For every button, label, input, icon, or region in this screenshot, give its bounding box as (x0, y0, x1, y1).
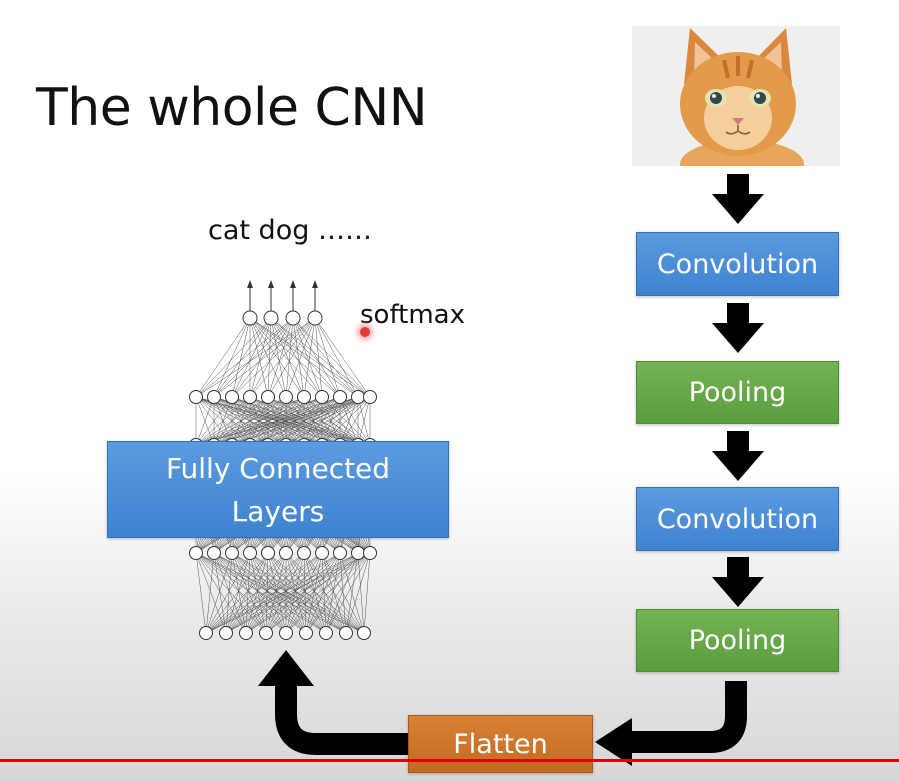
pooling-label-2: Pooling (688, 625, 787, 656)
output-arrowhead (247, 280, 253, 288)
pooling-to-flatten-arrow (628, 681, 747, 753)
neuron-node (225, 390, 239, 404)
output-class-labels: cat dog …… (208, 215, 372, 246)
neuron-node (279, 626, 293, 640)
neuron-node (259, 626, 273, 640)
neuron-node (199, 626, 213, 640)
neuron-node (242, 310, 258, 326)
convolution-label-1: Convolution (656, 248, 819, 280)
pooling-label-1: Pooling (688, 377, 787, 408)
fc-label-line2: Layers (231, 494, 325, 528)
down-arrow-2 (712, 303, 764, 353)
neuron-node (207, 390, 221, 404)
softmax-label: softmax (360, 300, 465, 330)
neuron-node (261, 546, 275, 560)
neuron-node (297, 546, 311, 560)
neuron-node (351, 390, 365, 404)
neuron-node (315, 546, 329, 560)
neuron-node (351, 546, 365, 560)
neuron-node (263, 310, 279, 326)
slide-title: The whole CNN (36, 78, 428, 138)
neuron-node (299, 626, 313, 640)
neuron-node (225, 546, 239, 560)
pooling-block-1: Pooling (636, 361, 839, 424)
neuron-node (319, 626, 333, 640)
flatten-label: Flatten (453, 728, 548, 760)
neuron-node (285, 310, 301, 326)
fc-label-line1: Fully Connected (165, 451, 391, 485)
neuron-node (279, 546, 293, 560)
down-arrow-4 (712, 557, 764, 607)
neuron-node (239, 626, 253, 640)
neuron-node (243, 390, 257, 404)
neuron-node (219, 626, 233, 640)
flatten-to-network-arrowhead (258, 650, 314, 686)
neuron-node (207, 546, 221, 560)
down-arrow-1 (712, 174, 764, 224)
neuron-node (333, 390, 347, 404)
video-progress-line (0, 759, 899, 762)
fully-connected-layers-block: Fully Connected Layers (107, 441, 449, 538)
flatten-block: Flatten (408, 715, 593, 773)
convolution-block-2: Convolution (636, 487, 839, 551)
output-arrowhead (268, 280, 274, 288)
convolution-block-1: Convolution (636, 232, 839, 296)
neuron-node (189, 546, 203, 560)
laser-pointer-dot (360, 327, 370, 337)
neuron-node (189, 390, 203, 404)
flatten-to-network-arrow (275, 682, 408, 755)
neuron-node (261, 390, 275, 404)
down-arrow-3 (712, 431, 764, 481)
neuron-node (315, 390, 329, 404)
convolution-label-2: Convolution (656, 503, 819, 535)
neuron-node (243, 546, 257, 560)
output-arrowhead (312, 280, 318, 288)
neuron-node (279, 390, 293, 404)
neuron-node (307, 310, 323, 326)
neuron-node (363, 546, 377, 560)
neuron-node (333, 546, 347, 560)
cat-image (632, 26, 840, 166)
neuron-node (363, 390, 377, 404)
neuron-node (357, 626, 371, 640)
neuron-node (339, 626, 353, 640)
output-arrowhead (290, 280, 296, 288)
neuron-node (297, 390, 311, 404)
pooling-block-2: Pooling (636, 609, 839, 672)
